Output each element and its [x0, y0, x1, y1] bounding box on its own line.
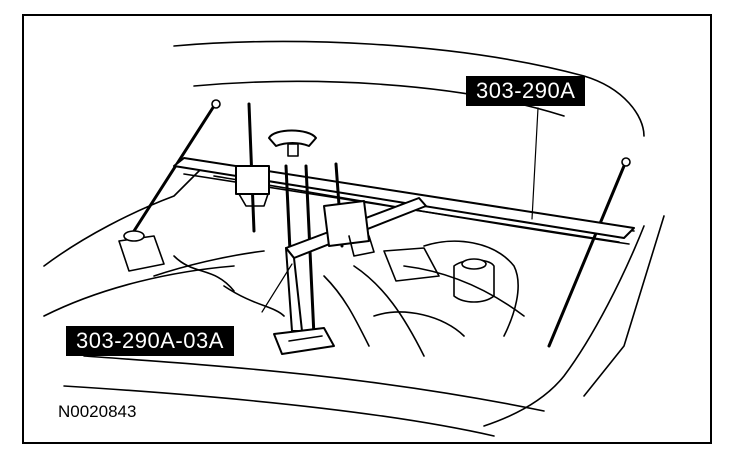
base-plate: [273, 327, 335, 355]
front-bumper-lower: [63, 385, 495, 437]
engine-bay-illustration: [43, 40, 665, 437]
right-prop-rod: [547, 164, 626, 348]
hose-2: [353, 265, 425, 357]
leader-bottom: [261, 263, 293, 313]
t-handle-stem: [287, 143, 299, 157]
hose-1: [173, 255, 235, 292]
engine-block-right: [403, 265, 525, 317]
valve-cover: [383, 247, 440, 282]
left-fender: [43, 165, 205, 267]
t-handle-knob: [268, 129, 317, 147]
leader-top: [531, 107, 539, 220]
left-reservoir: [118, 235, 165, 272]
right-reservoir-cap: [461, 258, 487, 270]
hose-5: [223, 285, 285, 317]
left-fender-lower: [43, 265, 235, 317]
lower-clamp: [323, 200, 370, 247]
left-prop-rod: [132, 104, 216, 233]
right-prop-rod-tip: [621, 157, 631, 167]
callout-tool-303-290a-03a: 303-290A-03A: [66, 326, 234, 356]
engine-block-left: [153, 250, 265, 277]
fixture-crossbar: [173, 157, 635, 239]
front-bumper: [83, 355, 545, 412]
upper-clamp-jaw: [238, 193, 269, 207]
upper-clamp: [235, 165, 270, 195]
lower-clamp-jaw: [348, 235, 375, 257]
figure-id: N0020843: [58, 402, 137, 421]
callout-tool-303-290a: 303-290A: [466, 76, 586, 106]
left-reservoir-cap: [123, 230, 145, 242]
right-fender-edge: [583, 215, 665, 397]
intake-curve: [323, 275, 370, 347]
hood-outline: [173, 40, 645, 137]
left-prop-rod-tip: [211, 99, 221, 109]
hose-3: [423, 240, 519, 337]
right-fender: [483, 225, 645, 427]
hose-4: [373, 311, 465, 337]
lower-vertical-member: [285, 247, 303, 332]
base-plate-detail: [288, 335, 323, 342]
figure-frame: 303-290A 303-290A-03A N0020843: [22, 14, 712, 444]
